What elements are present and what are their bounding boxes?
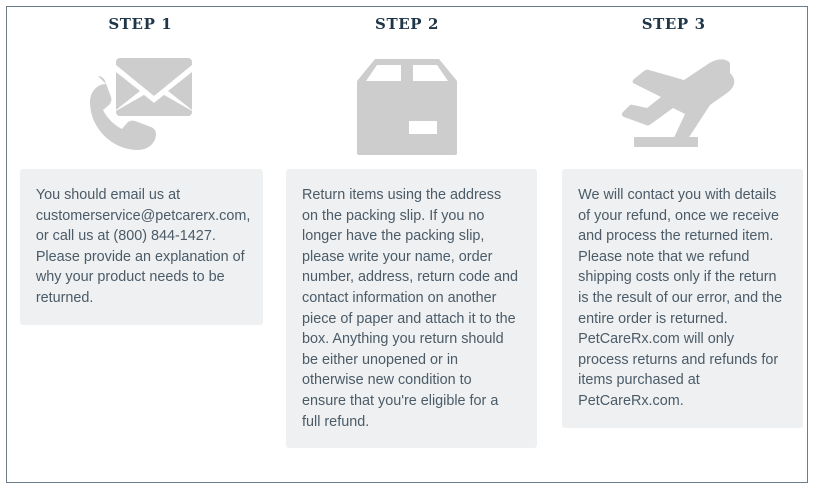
- step-2-title: STEP 2: [375, 15, 439, 33]
- step-1-text: You should email us at customerservice@p…: [19, 169, 263, 325]
- package-box-icon: [274, 39, 541, 169]
- step-2-text: Return items using the address on the pa…: [286, 169, 537, 449]
- airplane-takeoff-icon: [540, 39, 807, 169]
- envelope-phone-icon: [7, 39, 274, 169]
- step-column-3: STEP 3 We will contact you with details …: [540, 7, 807, 482]
- step-3-title: STEP 3: [641, 15, 706, 33]
- step-column-1: STEP 1 You should email us at customerse…: [7, 7, 274, 482]
- step-3-text: We will contact you with details of your…: [562, 169, 804, 428]
- steps-columns: STEP 1 You should email us at customerse…: [7, 7, 807, 482]
- step-column-2: STEP 2 Return items using the address on…: [274, 7, 541, 482]
- step-1-title: STEP 1: [108, 15, 173, 33]
